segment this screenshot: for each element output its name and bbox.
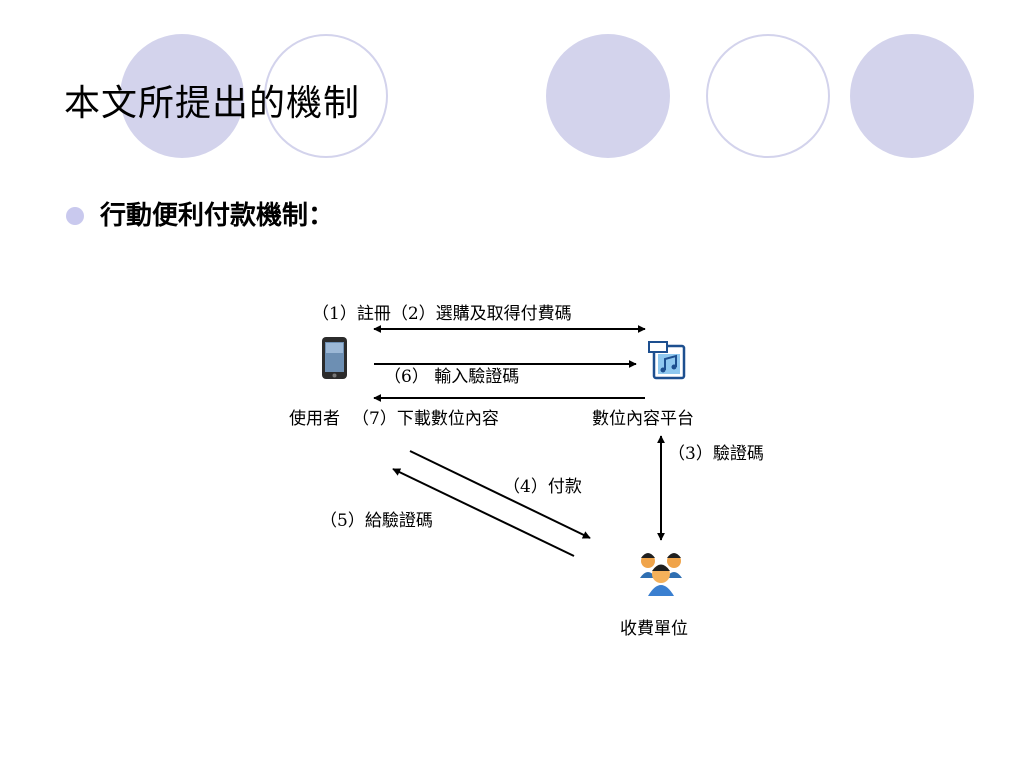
people-group-icon [640, 553, 682, 596]
slide-title: 本文所提出的機制 [64, 83, 361, 124]
decor-circle-filled-3 [850, 34, 974, 158]
label-download: （7）下載數位內容 [352, 409, 499, 429]
label-verify-code: （3）驗證碼 [668, 444, 764, 464]
decor-circle-ring-2 [706, 34, 830, 158]
decor-circle-ring-1 [264, 34, 388, 158]
decor-circle-filled-2 [546, 34, 670, 158]
bullet-dot-icon [66, 207, 84, 225]
arrow-pay [409, 450, 591, 539]
label-register-purchase: （1）註冊（2）選購及取得付費碼 [312, 304, 572, 324]
label-give-code: （5）給驗證碼 [320, 511, 433, 531]
arrow-give-code [392, 468, 575, 557]
platform-label: 數位內容平台 [592, 409, 694, 429]
label-enter-code: （6） 輸入驗證碼 [384, 367, 519, 387]
payee-label: 收費單位 [620, 619, 688, 639]
user-label: 使用者 [289, 408, 340, 429]
smartphone-icon [322, 337, 347, 379]
bullet-text: 行動便利付款機制： [100, 201, 335, 231]
decor-circle-filled-1 [120, 34, 244, 158]
music-file-icon [648, 341, 686, 380]
label-pay: （4）付款 [503, 477, 582, 497]
